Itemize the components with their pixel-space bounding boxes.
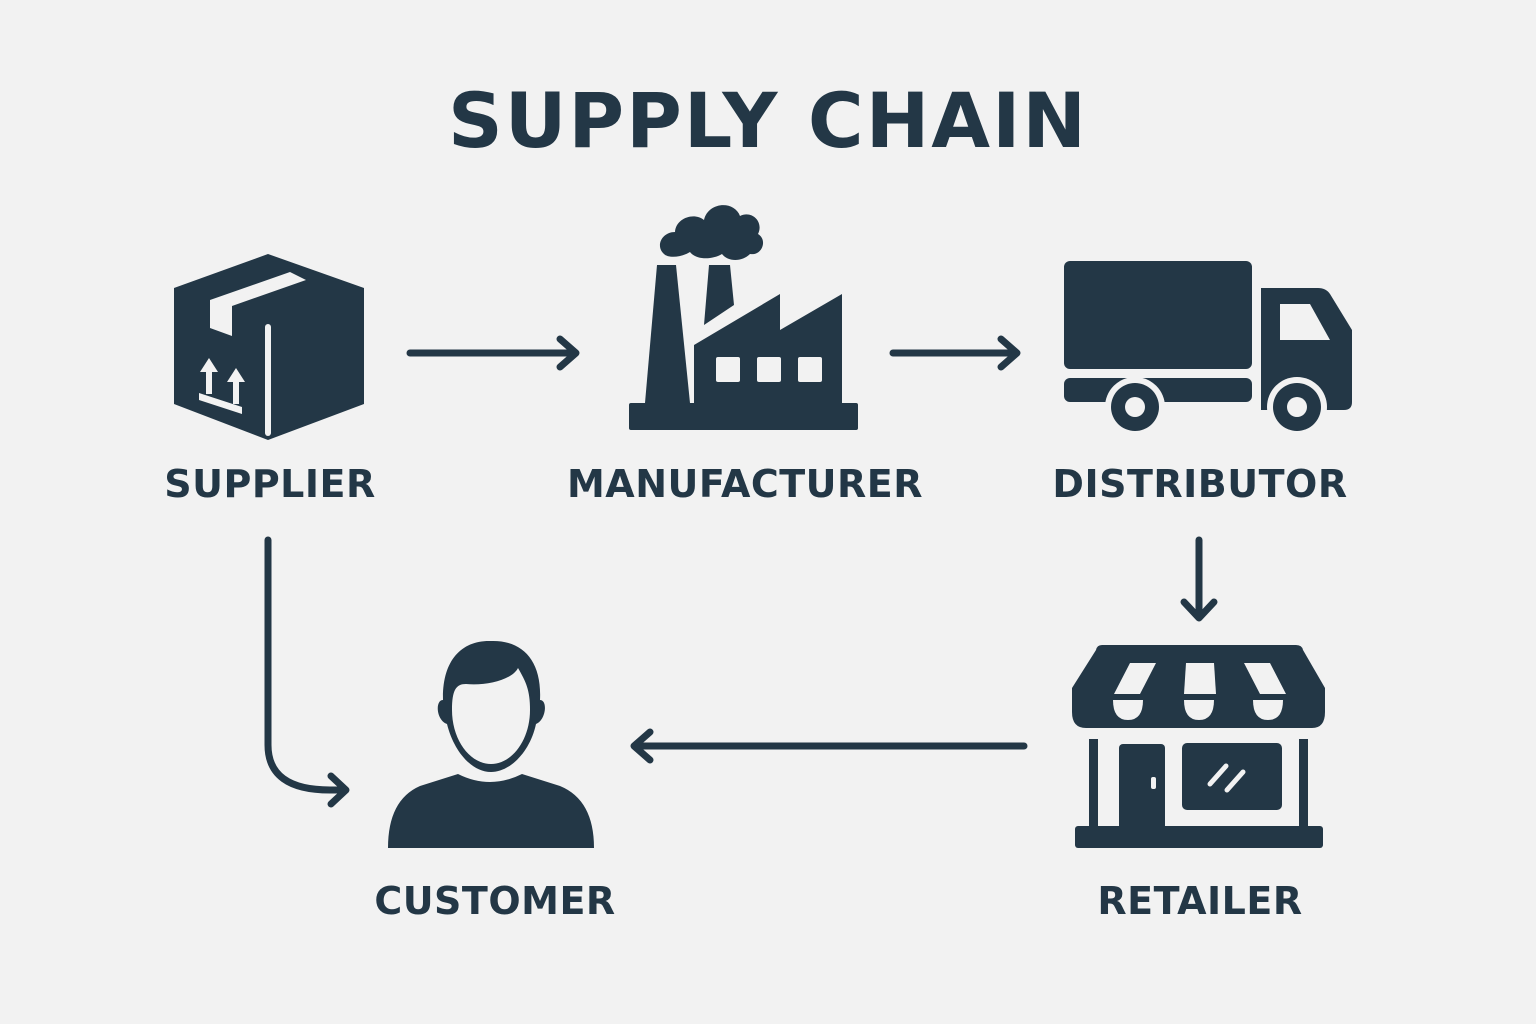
person-icon <box>388 640 594 848</box>
node-label-customer: CUSTOMER <box>374 879 616 923</box>
node-label-supplier: SUPPLIER <box>164 462 376 506</box>
box-icon <box>174 254 364 440</box>
arrow-supplier-to-customer <box>264 536 350 808</box>
factory-icon <box>629 205 858 430</box>
truck-icon <box>1064 261 1352 437</box>
node-label-manufacturer: MANUFACTURER <box>566 462 924 506</box>
arrow-manufacturer-to-distributor <box>889 335 1021 371</box>
node-label-distributor: DISTRIBUTOR <box>1052 462 1348 506</box>
arrow-distributor-to-retailer <box>1180 536 1218 622</box>
arrow-supplier-to-manufacturer <box>406 335 580 371</box>
arrow-retailer-to-customer <box>630 728 1028 764</box>
diagram-title: SUPPLY CHAIN <box>447 76 1088 165</box>
store-icon <box>1072 645 1325 848</box>
node-label-retailer: RETAILER <box>1097 879 1303 923</box>
